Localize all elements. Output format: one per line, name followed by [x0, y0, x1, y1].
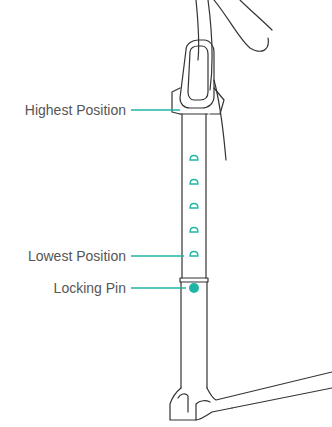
base-leg	[232, 388, 332, 408]
strap	[214, 80, 226, 160]
position-mark	[190, 156, 198, 161]
leader-line	[131, 109, 180, 111]
pole	[181, 114, 182, 278]
base-foot	[170, 388, 232, 420]
leader-line	[131, 287, 186, 289]
seat-fabric	[214, 0, 268, 51]
seat-fabric	[240, 0, 272, 30]
position-mark	[190, 180, 198, 185]
foot-detail	[178, 394, 188, 412]
base-leg	[207, 372, 332, 400]
lower-tube	[180, 282, 181, 388]
part-label: Lowest Position	[28, 248, 126, 264]
position-mark	[190, 204, 198, 209]
pole-top	[180, 113, 208, 114]
pole	[205, 114, 206, 278]
tube-joint	[180, 278, 208, 282]
foot-detail	[196, 401, 210, 420]
position-mark	[190, 252, 198, 257]
part-label: Locking Pin	[54, 280, 126, 296]
leader-line	[131, 255, 184, 257]
position-marks	[190, 156, 198, 257]
clip-inner	[188, 46, 208, 100]
part-label: Highest Position	[25, 102, 126, 118]
locking-pin	[189, 283, 199, 293]
position-mark	[190, 228, 198, 233]
lower-tube	[206, 282, 207, 388]
frame-edge	[196, 0, 199, 60]
clip-bracket	[180, 40, 214, 108]
